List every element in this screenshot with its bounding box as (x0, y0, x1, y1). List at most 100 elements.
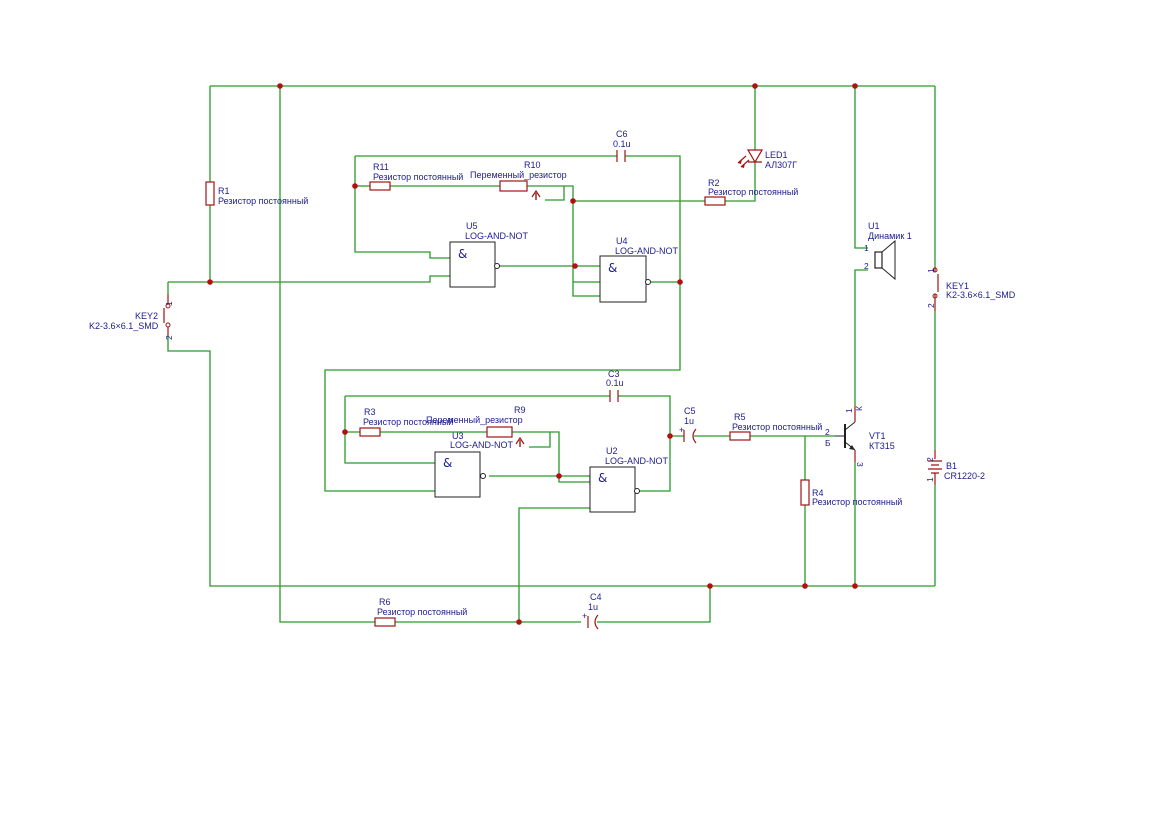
b1-pin-1: 1 (925, 477, 935, 482)
c5-ref: C5 (684, 406, 696, 416)
resistor-r5: R5 Резистор постоянный (729, 412, 822, 441)
r1-ref: R1 (218, 186, 230, 196)
resistor-r1: R1 Резистор постоянный (205, 181, 308, 206)
r4-ref: R4 (812, 488, 824, 498)
vt1-pin-collector: К (854, 406, 864, 411)
gate-u5: & U5 LOG-AND-NOT (449, 221, 529, 288)
capacitor-c6: C6 0.1u (613, 129, 631, 162)
gate-u3: & U3 LOG-AND-NOT (434, 431, 514, 498)
capacitor-c3: C3 0.1u (606, 369, 624, 402)
junction-dot (342, 429, 348, 435)
r3-ref: R3 (364, 407, 376, 417)
vt1-pin-3: 3 (855, 462, 865, 467)
c6-ref: C6 (616, 129, 628, 139)
key1-pin-1: 1 (926, 268, 936, 273)
r5-value: Резистор постоянный (732, 422, 822, 432)
junctions (207, 83, 858, 625)
gate-u2: & U2 LOG-AND-NOT (589, 446, 669, 513)
r10-value: Переменный_резистор (470, 170, 567, 180)
c3-value: 0.1u (606, 378, 624, 388)
key2-pin-2: 2 (164, 335, 174, 340)
c4-ref: C4 (590, 592, 602, 602)
u2-gate-symbol: & (598, 471, 607, 485)
vt1-value: КТ315 (869, 441, 895, 451)
led-led1: LED1 АЛ307Г (737, 149, 797, 170)
r11-ref: R11 (373, 162, 389, 172)
vt1-pin-2: 2 (825, 427, 830, 437)
key2-ref: KEY2 (135, 311, 158, 321)
led1-value: АЛ307Г (765, 160, 797, 170)
r6-value: Резистор постоянный (377, 607, 467, 617)
vt1-ref: VT1 (869, 431, 886, 441)
transistor-vt1: 1 К 2 Б 3 VT1 КТ315 (825, 406, 895, 467)
key1-ref: KEY1 (946, 281, 969, 291)
junction-dot (852, 583, 858, 589)
r1-value: Резистор постоянный (218, 196, 308, 206)
resistor-r11: R11 Резистор постоянный (369, 162, 463, 191)
r4-value: Резистор постоянный (812, 497, 902, 507)
u1-pin-2: 2 (864, 261, 869, 271)
u2-ref: U2 (606, 446, 618, 456)
junction-dot (516, 619, 522, 625)
switch-key1: 1 2 KEY1 K2-3.6×6.1_SMD (926, 267, 1016, 311)
vt1-pin-base: Б (825, 438, 831, 448)
battery-b1: 2 1 B1 CR1220-2 (925, 450, 985, 485)
c5-polarity: + (679, 425, 684, 435)
resistor-r6: R6 Резистор постоянный (374, 597, 467, 627)
c6-value: 0.1u (613, 139, 631, 149)
r10-ref: R10 (524, 160, 541, 170)
r2-value: Резистор постоянный (708, 187, 798, 197)
key1-pin-2: 2 (926, 303, 936, 308)
r2-ref: R2 (708, 178, 720, 188)
junction-dot (277, 83, 283, 89)
b1-value: CR1220-2 (944, 471, 985, 481)
led1-ref: LED1 (765, 150, 788, 160)
key2-value: K2-3.6×6.1_SMD (89, 321, 159, 331)
u5-ref: U5 (466, 221, 478, 231)
u1-ref: U1 (868, 221, 880, 231)
r9-value: Переменный_резистор (426, 415, 523, 425)
junction-dot (556, 473, 562, 479)
junction-dot (207, 279, 213, 285)
r9-ref: R9 (514, 405, 526, 415)
junction-dot (677, 279, 683, 285)
speaker-u1: 1 2 U1 Динамик 1 (864, 221, 912, 281)
u3-value: LOG-AND-NOT (450, 440, 514, 450)
u1-value: Динамик 1 (868, 231, 912, 241)
variable-resistor-r9: R9 Переменный_резистор (426, 405, 526, 447)
junction-dot (802, 583, 808, 589)
u5-gate-symbol: & (458, 247, 467, 261)
r5-ref: R5 (734, 412, 746, 422)
u1-pin-1: 1 (864, 243, 869, 253)
junction-dot (852, 83, 858, 89)
b1-pin-2: 2 (925, 457, 935, 462)
u3-gate-symbol: & (443, 456, 452, 470)
junction-dot (707, 583, 713, 589)
variable-resistor-r10: R10 Переменный_резистор (470, 160, 567, 200)
u2-value: LOG-AND-NOT (605, 456, 669, 466)
c4-value: 1u (588, 602, 598, 612)
c3-ref: C3 (608, 369, 620, 379)
u3-ref: U3 (452, 431, 464, 441)
junction-dot (752, 83, 758, 89)
capacitor-c5: + C5 1u (679, 406, 697, 444)
junction-dot (667, 433, 673, 439)
gate-u4: & U4 LOG-AND-NOT (599, 236, 679, 303)
capacitor-c4: + C4 1u (582, 592, 602, 630)
u4-value: LOG-AND-NOT (615, 246, 679, 256)
key2-pin-1: 1 (164, 301, 174, 306)
u4-gate-symbol: & (608, 261, 617, 275)
vt1-pin-1: 1 (844, 408, 854, 413)
u4-ref: U4 (616, 236, 628, 246)
r11-value: Резистор постоянный (373, 172, 463, 182)
r6-ref: R6 (379, 597, 391, 607)
u5-value: LOG-AND-NOT (465, 231, 529, 241)
key1-value: K2-3.6×6.1_SMD (946, 290, 1016, 300)
r3-value: Резистор постоянный (363, 417, 453, 427)
junction-dot (352, 183, 358, 189)
b1-ref: B1 (946, 461, 957, 471)
resistor-r3: R3 Резистор постоянный (359, 407, 453, 437)
junction-dot (570, 198, 576, 204)
wires (167, 85, 936, 623)
